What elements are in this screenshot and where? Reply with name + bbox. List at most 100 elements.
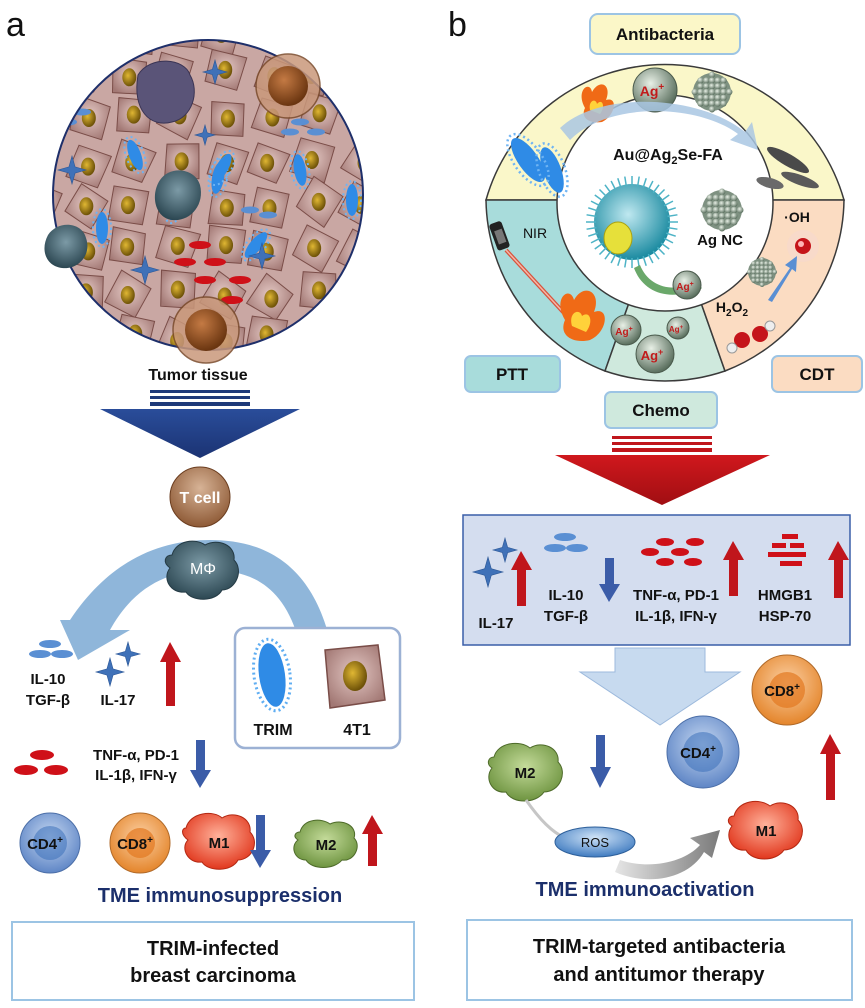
t-cell: T cell (169, 466, 231, 528)
up-arrow-icon (511, 551, 532, 606)
ag-ion-icon: Ag+ (610, 314, 642, 346)
svg-text:CD4+: CD4+ (680, 744, 716, 762)
ag-ion-icon: Ag+ (666, 316, 690, 340)
macrophage: MΦ (164, 540, 239, 600)
core-suffix: Se-FA (678, 147, 724, 164)
ag-sup: + (690, 281, 694, 288)
svg-text:Ag+: Ag+ (641, 347, 664, 363)
h2o2-molecule-icon (726, 320, 776, 354)
footer-b-line2: and antitumor therapy (553, 964, 765, 986)
cd8-label-b: CD8 (764, 683, 794, 700)
footer-box-a: TRIM-infected breast carcinoma (11, 921, 415, 1001)
panel-a-letter: a (6, 6, 25, 44)
cd8-cell: CD8+ (751, 654, 823, 726)
m2-macrophage: M2 (293, 819, 358, 868)
oh-label: ·OH (784, 209, 810, 225)
cd8-sup-b: + (794, 682, 800, 693)
up-arrow-icon (820, 734, 841, 800)
down-arrow-icon (190, 740, 211, 788)
tumor-cell-4t1-icon (324, 644, 386, 709)
footer-box-b: TRIM-targeted antibacteria and antitumor… (466, 919, 853, 1001)
il17-label-b: IL-17 (478, 615, 513, 632)
ag-label: Ag (676, 282, 689, 293)
nir-label: NIR (523, 225, 547, 241)
il17-star-icon (471, 536, 519, 589)
il10-label: IL-10 (30, 671, 65, 688)
curved-arrow-icon (560, 101, 758, 150)
ag-ion-icon: Ag+ (632, 67, 678, 113)
svg-text:H2O2: H2O2 (716, 299, 749, 319)
tumor-tissue-illustration (44, 39, 364, 364)
up-arrow-icon (768, 256, 797, 302)
m2-label: M2 (316, 837, 337, 854)
m1-label: M1 (209, 835, 230, 852)
bacteria-icon (506, 132, 569, 198)
chemo-tag: Chemo (604, 391, 718, 429)
down-arrow-icon (578, 647, 742, 726)
footer-a-line2: breast carcinoma (130, 965, 297, 987)
hmgb1-label: HMGB1 (758, 587, 812, 604)
svg-text:Ag+: Ag+ (669, 325, 684, 334)
svg-text:Ag+: Ag+ (676, 281, 693, 293)
chemo-label: Chemo (632, 401, 690, 420)
cd4-sup-b: + (710, 744, 716, 755)
il10-label-b: IL-10 (548, 587, 583, 604)
tumor-tissue-label: Tumor tissue (148, 367, 247, 384)
ag-nanocluster-icon (691, 71, 733, 113)
down-arrow-icon (100, 390, 300, 458)
cdt-label: CDT (800, 365, 836, 384)
up-arrow-icon (160, 642, 181, 706)
ag-label: Ag (641, 348, 658, 363)
svg-text:CD8+: CD8+ (764, 682, 800, 700)
ag-label: Ag (640, 83, 659, 99)
m2-label-b: M2 (515, 765, 536, 782)
inflammatory-ovals (14, 750, 68, 775)
h2o2-sub1: 2 (726, 308, 732, 319)
tgf-beta-label-b: TGF-β (544, 608, 588, 625)
down-arrow-icon (599, 558, 620, 602)
up-arrow-icon (362, 815, 383, 866)
ag-sup: + (658, 347, 663, 357)
hmgb1-bars-icon (768, 534, 806, 566)
ag-ion-icon: Ag+ (672, 270, 702, 300)
m1-macrophage: M1 (727, 800, 803, 860)
ag-nanocluster-icon (700, 188, 744, 232)
antibacteria-tag: Antibacteria (589, 13, 741, 55)
m2-macrophage: M2 (487, 742, 563, 802)
ag-label: Ag (669, 325, 680, 334)
cd4-sup: + (57, 835, 63, 846)
down-arrow-icon (555, 436, 770, 505)
tme-immunoactivation-caption: TME immunoactivation (536, 879, 755, 901)
ptt-tag: PTT (464, 355, 561, 393)
trim-label: TRIM (253, 722, 292, 739)
cd4-cell: CD4+ (666, 715, 740, 789)
cd4-cell: CD4+ (19, 812, 81, 874)
footer-a-line1: TRIM-infected (147, 938, 279, 960)
ag-nc-label: Ag NC (697, 232, 743, 249)
ag-sup: + (680, 325, 684, 331)
macrophage-label: MΦ (190, 561, 216, 578)
4t1-label: 4T1 (343, 722, 371, 739)
cd8-cell: CD8+ (109, 812, 171, 874)
ag-sup: + (629, 326, 633, 333)
h2o2-sub2: 2 (743, 308, 749, 319)
ag-sup: + (658, 82, 664, 93)
h2o2-o: O (732, 299, 743, 315)
tnf-pd1-label-b: TNF-α, PD-1 (633, 587, 719, 604)
tgf-beta-label: TGF-β (26, 692, 70, 709)
trim-4t1-box: TRIM 4T1 (233, 626, 402, 750)
il10-tgf-ovals (29, 640, 73, 658)
tme-immunosuppression-caption: TME immunosuppression (98, 885, 342, 907)
svg-text:Au@Ag2Se-FA: Au@Ag2Se-FA (613, 147, 723, 167)
svg-text:Ag+: Ag+ (615, 326, 632, 338)
nanoparticle-icon (586, 176, 678, 268)
svg-text:CD8+: CD8+ (117, 835, 153, 853)
cd8-sup: + (147, 835, 153, 846)
bacteria-icon (251, 637, 293, 713)
connector-line (524, 799, 566, 840)
radical-icon (787, 230, 819, 262)
svg-text:CD4+: CD4+ (27, 835, 63, 853)
up-arrow-icon (828, 541, 849, 598)
curved-arrow-icon (60, 540, 330, 660)
up-arrow-icon (723, 541, 744, 596)
